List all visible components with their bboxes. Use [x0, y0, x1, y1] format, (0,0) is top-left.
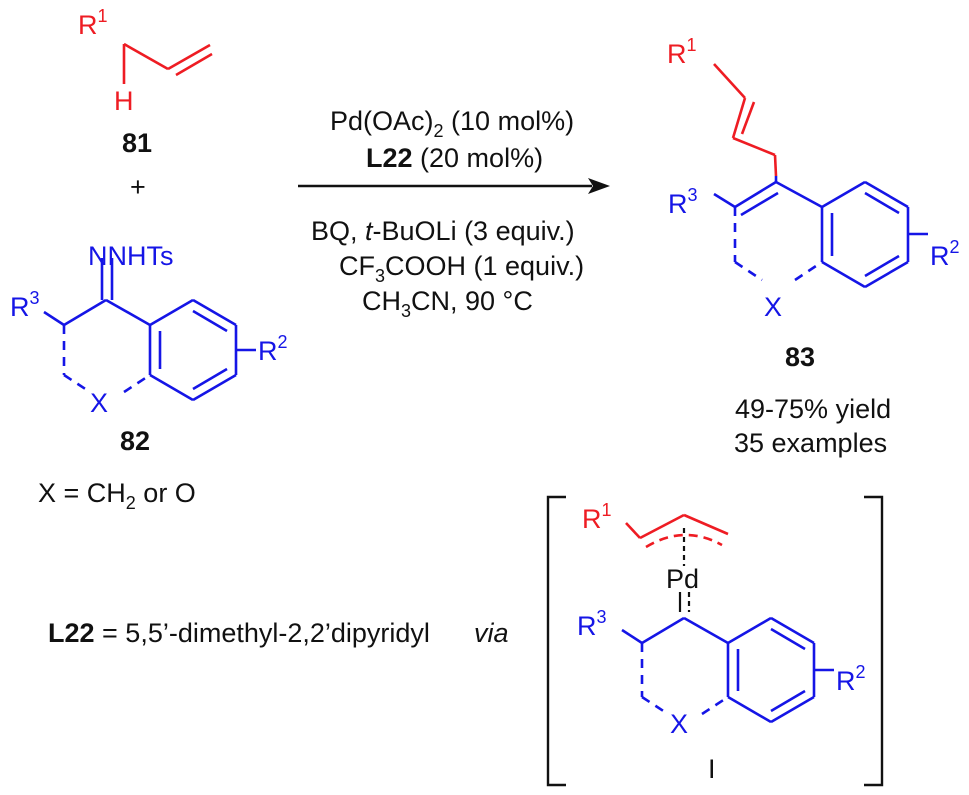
- compound-83-allyl: [713, 63, 778, 177]
- x-label-intermediate: X: [670, 709, 688, 739]
- plus-sign: +: [130, 172, 146, 202]
- intermediate-label: I: [708, 754, 716, 784]
- condition-base: BQ, t-BuOLi (3 equiv.): [311, 216, 575, 246]
- h-label: H: [114, 86, 134, 116]
- r3-label-intermediate: R3: [577, 607, 607, 641]
- x-label-82: X: [90, 388, 108, 418]
- r3-label-83: R3: [668, 185, 698, 219]
- yield-text: 49-75% yield: [735, 394, 891, 424]
- reaction-arrow: [298, 178, 610, 194]
- r3-label-82: R3: [10, 288, 40, 322]
- x-label-83: X: [764, 292, 782, 322]
- examples-text: 35 examples: [734, 428, 887, 458]
- compound-number-82: 82: [120, 426, 150, 456]
- compound-82-structure: [43, 258, 256, 402]
- x-definition: X = CH2 or O: [38, 478, 196, 513]
- via-text: via: [474, 618, 509, 648]
- pd-label: Pd: [666, 564, 699, 594]
- intermediate-brackets: [546, 495, 884, 787]
- compound-number-81: 81: [122, 128, 152, 158]
- intermediate-core: [621, 616, 834, 724]
- r1-label-83: R1: [667, 35, 697, 69]
- condition-catalyst: Pd(OAc)2 (10 mol%): [330, 106, 574, 141]
- nnhts-label: NNHTs: [88, 241, 174, 271]
- compound-number-83: 83: [785, 342, 815, 372]
- ligand-definition: L22 = 5,5’-dimethyl-2,2’dipyridyl: [48, 618, 430, 648]
- r1-label-intermediate: R1: [582, 500, 612, 534]
- compound-81-structure: [122, 42, 213, 84]
- condition-ligand: L22 (20 mol%): [366, 143, 543, 173]
- condition-acid: CF3COOH (1 equiv.): [339, 251, 584, 286]
- r1-label-81: R1: [78, 6, 108, 40]
- r2-label-83: R2: [930, 237, 960, 271]
- compound-83-core: [713, 176, 928, 289]
- condition-solvent: CH3CN, 90 °C: [362, 286, 533, 321]
- intermediate-pd-bonds: [678, 528, 691, 612]
- r2-label-intermediate: R2: [836, 662, 866, 696]
- intermediate-allyl: [625, 513, 729, 549]
- r2-label-82: R2: [258, 332, 288, 366]
